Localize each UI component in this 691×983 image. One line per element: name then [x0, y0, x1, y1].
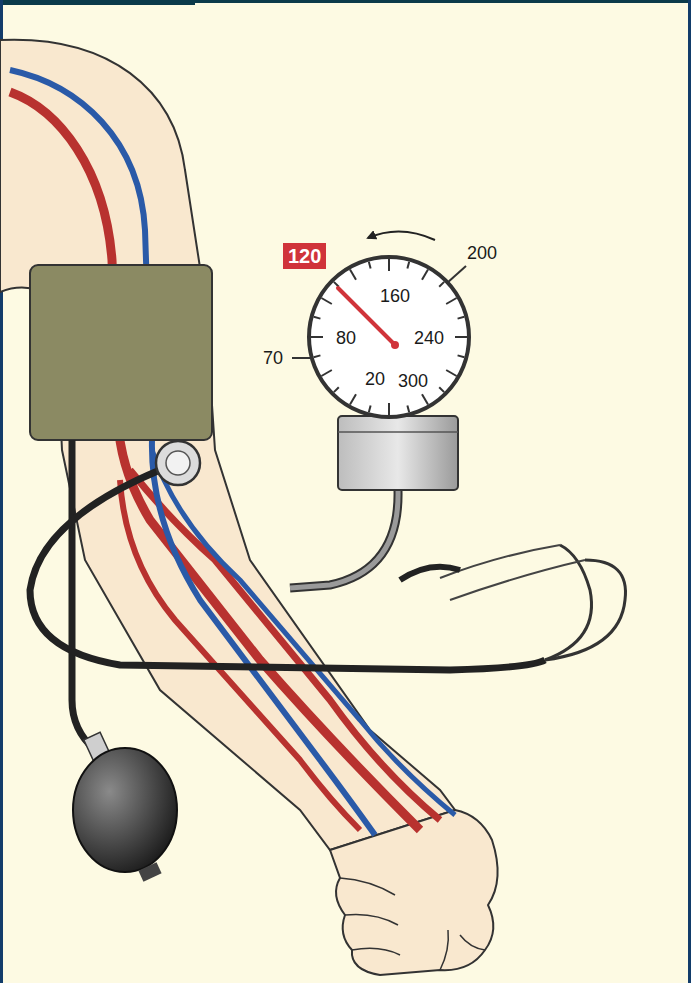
gauge-tick: [439, 387, 444, 392]
pressure-reading: 120: [288, 245, 321, 267]
gauge-tick: [321, 370, 331, 376]
gauge-tick: [334, 387, 339, 392]
gauge-tick: [314, 317, 321, 319]
gauge-tick: [350, 394, 356, 404]
gauge-tick: [407, 262, 409, 269]
scale-number: 300: [398, 372, 428, 390]
gauge-tick: [350, 269, 356, 279]
gauge-tick: [446, 370, 456, 376]
gauge-tick: [446, 298, 456, 304]
scale-number: 70: [263, 349, 283, 367]
gauge-tick: [422, 269, 428, 279]
gauge-tick: [369, 406, 371, 413]
gauge-tick: [458, 317, 465, 319]
gauge-tick: [455, 336, 467, 338]
gauge-tick: [321, 298, 331, 304]
gauge-tick: [311, 336, 323, 338]
scale-number: 160: [380, 287, 410, 305]
scale-number: 80: [336, 329, 356, 347]
gauge-tick: [314, 355, 321, 357]
gauge-tick: [422, 394, 428, 404]
gauge-tick: [369, 262, 371, 269]
scale-number: 20: [365, 370, 385, 388]
gauge-tick: [439, 282, 444, 287]
scale-number: 200: [467, 244, 497, 262]
gauge-tick: [388, 259, 390, 271]
gauge-tick: [407, 406, 409, 413]
gauge-tick: [458, 355, 465, 357]
scale-number: 240: [414, 329, 444, 347]
reading-box: 120: [283, 243, 326, 269]
gauge-tick: [388, 403, 390, 415]
